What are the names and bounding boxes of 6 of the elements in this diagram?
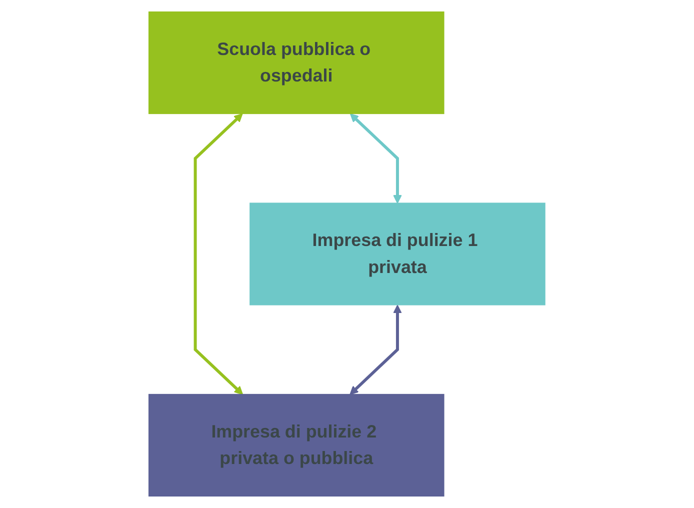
arrow (350, 304, 402, 395)
node-box: Impresa di pulizie 2 privata o pubblica (148, 394, 444, 497)
node-box: Impresa di pulizie 1 privata (250, 202, 546, 306)
node-box: Scuola pubblica o ospedali (148, 11, 444, 114)
arrow (194, 113, 244, 395)
arrow (350, 113, 402, 204)
